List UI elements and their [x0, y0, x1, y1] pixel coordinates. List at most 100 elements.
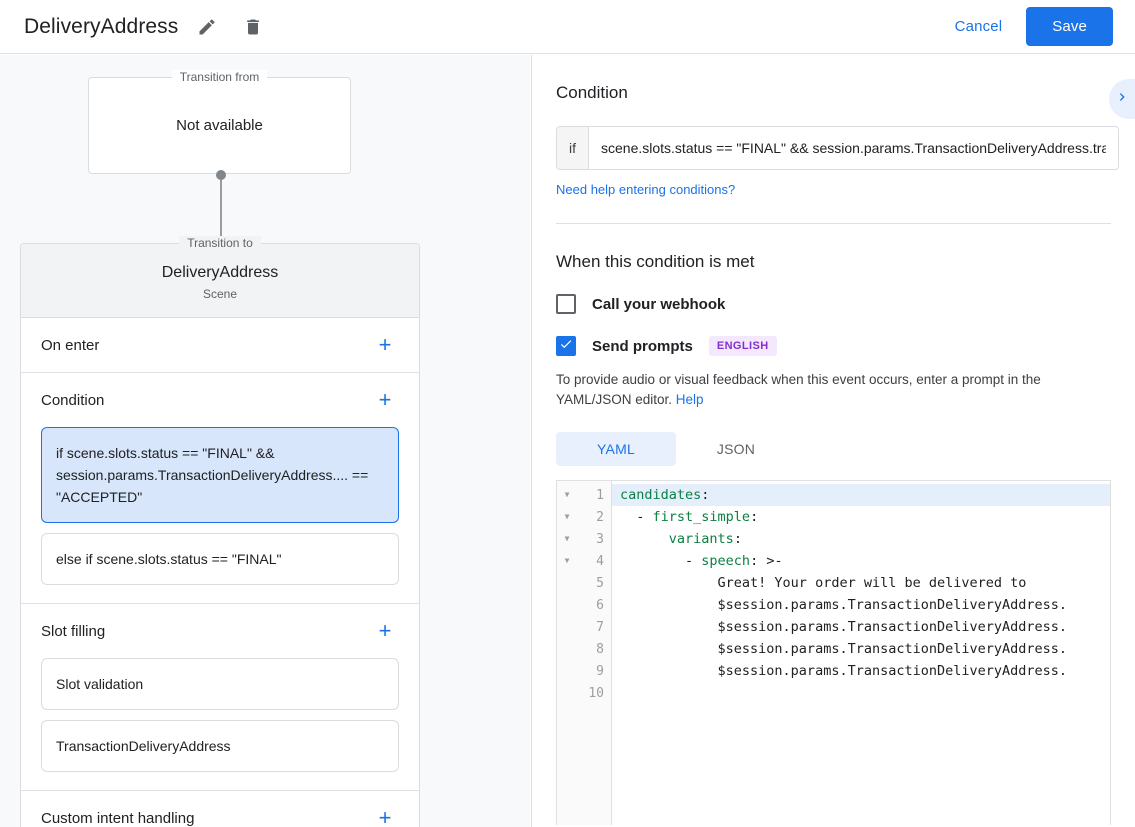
- line-number-label: 3: [596, 531, 604, 547]
- editor-line-number: ▼2: [557, 506, 611, 528]
- section-custom-intent-handling: Custom intent handling +: [21, 791, 419, 827]
- editor-line-number: ▼4: [557, 550, 611, 572]
- line-number-label: 1: [596, 487, 604, 503]
- editor-code-line: - first_simple:: [620, 509, 759, 525]
- line-number-label: 9: [596, 663, 604, 679]
- send-prompts-checkbox[interactable]: [556, 336, 576, 356]
- editor-code-line: variants:: [668, 531, 742, 547]
- webhook-row: Call your webhook: [556, 294, 1111, 314]
- expand-panel-button[interactable]: [1109, 79, 1135, 119]
- add-on-enter-button[interactable]: +: [378, 332, 392, 357]
- section-title-condition: Condition: [41, 391, 105, 409]
- editor-line-number: 7: [557, 616, 611, 638]
- editor-line-number: 5: [557, 572, 611, 594]
- trash-icon: [243, 17, 263, 37]
- transition-to-card: Transition to DeliveryAddress Scene On e…: [20, 236, 420, 827]
- section-on-enter: On enter +: [21, 318, 419, 373]
- tab-yaml[interactable]: YAML: [556, 432, 676, 466]
- transition-to-header[interactable]: Transition to DeliveryAddress Scene: [21, 236, 419, 318]
- fold-triangle-icon[interactable]: ▼: [564, 490, 570, 499]
- editor-code-line: Great! Your order will be delivered to: [620, 575, 1027, 591]
- condition-input[interactable]: [589, 127, 1118, 169]
- when-condition-met-block: When this condition is met Call your web…: [532, 224, 1135, 825]
- editor-line-number: 10: [557, 682, 611, 704]
- condition-help-link[interactable]: Need help entering conditions?: [556, 182, 736, 197]
- section-divider: [556, 223, 1111, 224]
- send-prompts-label: Send prompts: [592, 337, 693, 355]
- transition-to-title: DeliveryAddress: [161, 264, 279, 281]
- cancel-button[interactable]: Cancel: [943, 9, 1015, 44]
- condition-heading: Condition: [556, 83, 628, 102]
- list-item[interactable]: Slot validation: [41, 658, 399, 710]
- list-item[interactable]: else if scene.slots.status == "FINAL": [41, 533, 399, 585]
- list-item[interactable]: if scene.slots.status == "FINAL" && sess…: [41, 427, 399, 523]
- right-panel: Condition if Need help entering conditio…: [531, 55, 1135, 827]
- when-met-heading: When this condition is met: [556, 252, 755, 271]
- tab-json[interactable]: JSON: [716, 441, 756, 457]
- transition-to-legend: Transition to: [179, 236, 261, 250]
- editor-line-number: 9: [557, 660, 611, 682]
- section-header: Condition +: [41, 373, 399, 427]
- condition-list: if scene.slots.status == "FINAL" && sess…: [41, 427, 399, 603]
- page-title: DeliveryAddress: [24, 14, 179, 38]
- transition-from-legend: Transition from: [171, 70, 268, 84]
- editor-code-line: $session.params.TransactionDeliveryAddre…: [620, 663, 1068, 679]
- editor-code-line: candidates:: [612, 484, 1110, 506]
- line-number-label: 7: [596, 619, 604, 635]
- fold-triangle-icon[interactable]: ▼: [564, 556, 570, 565]
- line-number-label: 8: [596, 641, 604, 657]
- condition-input-row: if: [556, 126, 1119, 170]
- top-app-bar: DeliveryAddress Cancel Save: [0, 0, 1135, 54]
- add-condition-button[interactable]: +: [378, 387, 392, 412]
- editor-line-number: 8: [557, 638, 611, 660]
- list-item[interactable]: TransactionDeliveryAddress: [41, 720, 399, 772]
- editor-format-tabs: YAML JSON: [556, 432, 1111, 466]
- prompts-help-link[interactable]: Help: [675, 392, 704, 407]
- editor-code-line: - speech: >-: [620, 553, 783, 569]
- condition-block: Condition if Need help entering conditio…: [532, 55, 1135, 224]
- add-slot-filling-button[interactable]: +: [378, 618, 392, 643]
- editor-line-number: ▼1: [557, 484, 611, 506]
- editor-code-line: $session.params.TransactionDeliveryAddre…: [620, 597, 1068, 613]
- section-header: On enter +: [41, 318, 399, 372]
- save-button[interactable]: Save: [1026, 7, 1113, 46]
- call-webhook-checkbox[interactable]: [556, 294, 576, 314]
- section-title-slot-filling: Slot filling: [41, 622, 106, 640]
- line-number-label: 4: [596, 553, 604, 569]
- section-slot-filling: Slot filling + Slot validation Transacti…: [21, 604, 419, 791]
- chevron-right-icon: [1114, 89, 1130, 110]
- editor-code-line: $session.params.TransactionDeliveryAddre…: [620, 641, 1068, 657]
- transition-from-value: Not available: [176, 117, 263, 134]
- editor-line-number: ▼3: [557, 528, 611, 550]
- editor-code-area[interactable]: candidates: - first_simple: variants: - …: [612, 481, 1110, 825]
- edit-name-button[interactable]: [190, 10, 224, 44]
- delete-button[interactable]: [236, 10, 270, 44]
- line-number-label: 2: [596, 509, 604, 525]
- section-header: Custom intent handling +: [41, 791, 399, 827]
- editor-line-number: 6: [557, 594, 611, 616]
- section-title-custom-intent: Custom intent handling: [41, 809, 195, 827]
- prompts-description: To provide audio or visual feedback when…: [556, 370, 1111, 410]
- editor-code-line: [612, 682, 1110, 704]
- editor-code-line: $session.params.TransactionDeliveryAddre…: [620, 619, 1068, 635]
- call-webhook-label: Call your webhook: [592, 295, 726, 313]
- line-number-label: 6: [596, 597, 604, 613]
- line-number-label: 5: [596, 575, 604, 591]
- section-title-on-enter: On enter: [41, 336, 100, 354]
- prompts-description-text: To provide audio or visual feedback when…: [556, 372, 1041, 407]
- slot-filling-list: Slot validation TransactionDeliveryAddre…: [41, 658, 399, 790]
- section-condition: Condition + if scene.slots.status == "FI…: [21, 373, 419, 604]
- fold-triangle-icon[interactable]: ▼: [564, 512, 570, 521]
- send-prompts-row: Send prompts ENGLISH: [556, 336, 1111, 356]
- condition-if-prefix: if: [557, 127, 589, 169]
- add-custom-intent-button[interactable]: +: [378, 805, 392, 827]
- line-number-label: 10: [588, 685, 604, 701]
- language-badge: ENGLISH: [708, 336, 777, 356]
- fold-triangle-icon[interactable]: ▼: [564, 534, 570, 543]
- transition-to-subtitle: Scene: [202, 287, 238, 301]
- transition-from-card[interactable]: Transition from Not available: [88, 70, 351, 174]
- pencil-icon: [197, 17, 217, 37]
- checkmark-icon: [559, 337, 573, 356]
